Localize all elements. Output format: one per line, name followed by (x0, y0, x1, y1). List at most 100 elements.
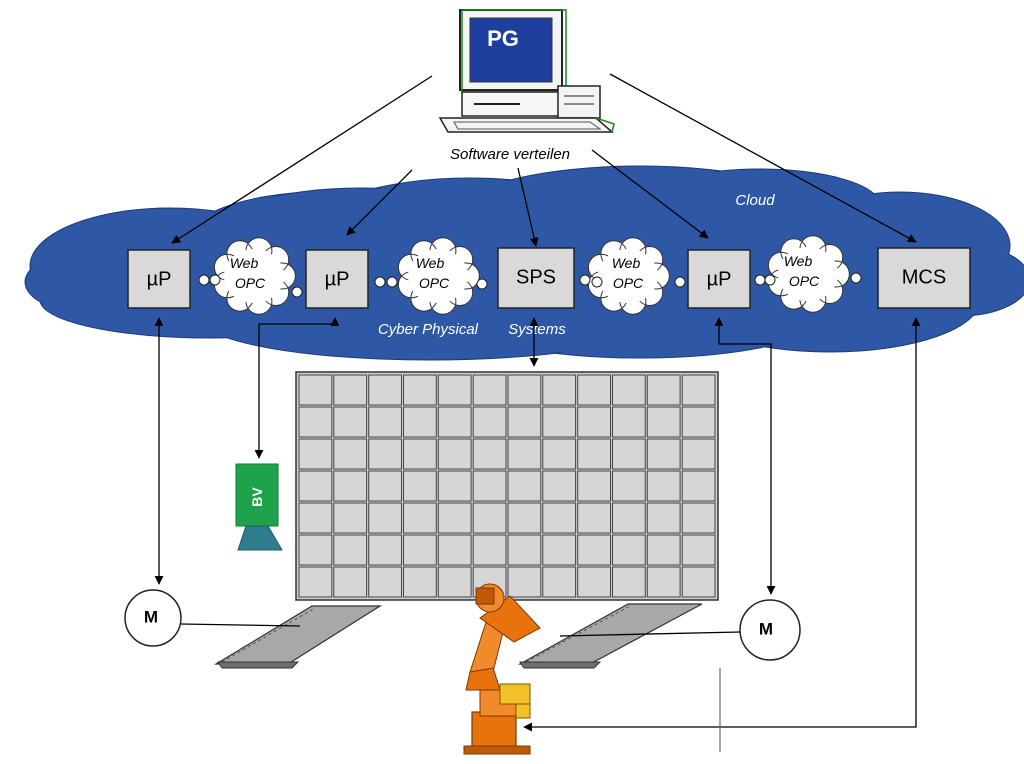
grid-cell (298, 470, 333, 502)
grid-cell (437, 470, 472, 502)
motor-left-label: M (144, 607, 158, 626)
grid-cell (612, 374, 646, 406)
motor-right-label: M (759, 619, 773, 638)
grid-cell (612, 438, 646, 470)
web-opc-bubble-1: Web OPC (213, 237, 296, 315)
grid-cell (507, 438, 542, 470)
grid-cell (612, 534, 646, 566)
grid-cell (507, 406, 542, 438)
conveyor-right (517, 603, 703, 669)
grid-cell (403, 470, 437, 502)
grid-cell (542, 374, 577, 406)
grid-cell (368, 534, 403, 566)
pc-screen-label: PG (487, 26, 519, 51)
grid-cell (298, 438, 333, 470)
web-opc-fill (408, 249, 468, 303)
field-connections (154, 317, 921, 752)
grid-cell (612, 406, 646, 438)
grid-cell (333, 374, 368, 406)
grid-cell (681, 502, 716, 534)
web-opc-bubble-4: Web OPC (767, 235, 850, 313)
grid-cell (472, 406, 507, 438)
grid-cell (437, 534, 472, 566)
grid-cell (542, 502, 577, 534)
grid-cell (507, 534, 542, 566)
node-up-2: µP (305, 249, 369, 309)
motor-right: M (739, 599, 801, 661)
grid-cell (612, 470, 646, 502)
grid-cell (298, 374, 333, 406)
grid-cell (612, 502, 646, 534)
web-opc-line2: OPC (419, 275, 450, 291)
node-up-1-label: µP (147, 268, 172, 290)
grid-cell (542, 534, 577, 566)
web-opc-line1: Web (230, 255, 259, 271)
grid-cell (681, 438, 716, 470)
grid-cell (333, 406, 368, 438)
grid-cell (681, 470, 716, 502)
grid-cell (333, 438, 368, 470)
web-opc-fill (224, 249, 284, 303)
grid-cell (681, 374, 716, 406)
grid-cell (403, 502, 437, 534)
grid-cell (437, 502, 472, 534)
grid-cell (403, 406, 437, 438)
grid-cell (577, 406, 612, 438)
grid-cell (437, 438, 472, 470)
grid-cell (507, 470, 542, 502)
grid-cell (472, 438, 507, 470)
web-opc-line2: OPC (789, 273, 820, 289)
node-mcs-label: MCS (902, 266, 946, 288)
cloud-label: Cloud (735, 192, 775, 209)
grid-cell (368, 470, 403, 502)
grid-cell (646, 470, 681, 502)
grid-cell (437, 566, 472, 598)
machine-grid (295, 371, 719, 601)
grid-cell (368, 406, 403, 438)
grid-cell (403, 566, 437, 598)
web-opc-line1: Web (784, 253, 813, 269)
grid-cell (577, 502, 612, 534)
grid-cell (542, 470, 577, 502)
grid-cell (646, 438, 681, 470)
grid-cell (681, 566, 716, 598)
distribution-arrows (171, 73, 917, 247)
grid-cell (333, 470, 368, 502)
node-up-2-label: µP (325, 268, 350, 290)
grid-cell (403, 534, 437, 566)
industrial-robot (463, 583, 541, 755)
grid-cell (507, 374, 542, 406)
node-up-3-label: µP (707, 268, 732, 290)
grid-cell (437, 406, 472, 438)
node-up-3: µP (687, 249, 751, 309)
grid-cell (368, 438, 403, 470)
node-sps: SPS (497, 247, 575, 309)
grid-cell (298, 534, 333, 566)
web-opc-bubble-2: Web OPC (397, 237, 480, 315)
camera-label: BV (249, 487, 265, 507)
grid-cell (646, 566, 681, 598)
grid-cell (403, 438, 437, 470)
grid-cell (612, 566, 646, 598)
grid-cell (333, 534, 368, 566)
web-opc-line1: Web (612, 255, 641, 271)
web-opc-line2: OPC (613, 275, 644, 291)
grid-cell (437, 374, 472, 406)
web-opc-bubble-3: Web OPC (587, 237, 670, 315)
node-mcs: MCS (877, 247, 971, 309)
grid-cell (507, 566, 542, 598)
grid-cell (577, 438, 612, 470)
node-sps-label: SPS (516, 266, 556, 288)
grid-cell (333, 502, 368, 534)
grid-cell (646, 406, 681, 438)
software-distribute-caption: Software verteilen (450, 146, 570, 163)
cyber-physical-label: Cyber Physical (378, 321, 479, 338)
grid-cell (298, 566, 333, 598)
grid-cell (681, 406, 716, 438)
conveyor-left (213, 605, 383, 669)
grid-cell (298, 406, 333, 438)
web-opc-line1: Web (416, 255, 445, 271)
grid-cell (646, 502, 681, 534)
grid-cell (472, 502, 507, 534)
